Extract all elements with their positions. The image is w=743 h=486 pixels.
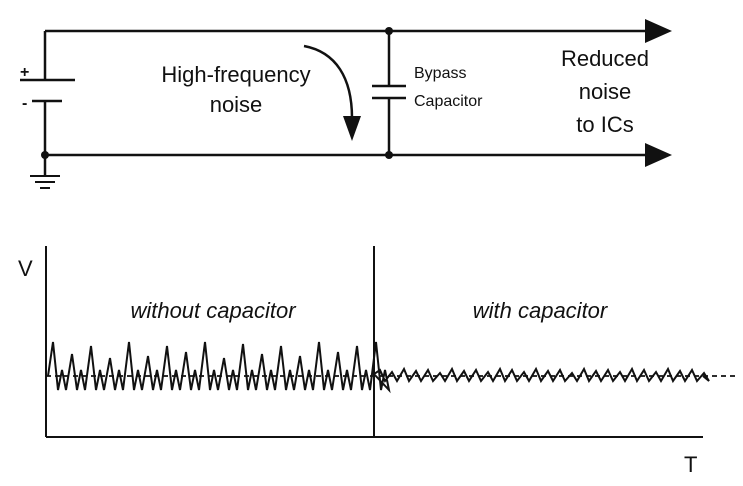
output-label-line3: to ICs [576,112,633,137]
x-axis-label: T [684,452,697,477]
region-without-label: without capacitor [130,298,297,323]
y-axis-label: V [18,256,33,281]
noise-arrow-head [343,116,361,141]
noise-label-line1: High-frequency [161,62,310,87]
bottom-rail-arrow [645,143,672,167]
output-label-line2: noise [579,79,632,104]
top-rail-arrow [645,19,672,43]
noise-waveform [47,341,710,394]
capacitor-label-line2: Capacitor [414,93,483,110]
region-with-label: with capacitor [473,298,609,323]
bypass-capacitor [372,31,406,155]
voltage-graph: V T without capacitor with capacitor [18,246,735,477]
battery-plus-sign: + [20,64,29,81]
circuit: + - High-frequency noise Bypass Capacito… [20,19,672,189]
noise-arrow [303,44,354,119]
capacitor-label-line1: Bypass [414,65,466,82]
ground-symbol [30,155,60,189]
battery-minus-sign: - [22,95,27,112]
battery: + - [20,31,75,155]
output-label-line1: Reduced [561,46,649,71]
noise-label-line2: noise [210,92,263,117]
